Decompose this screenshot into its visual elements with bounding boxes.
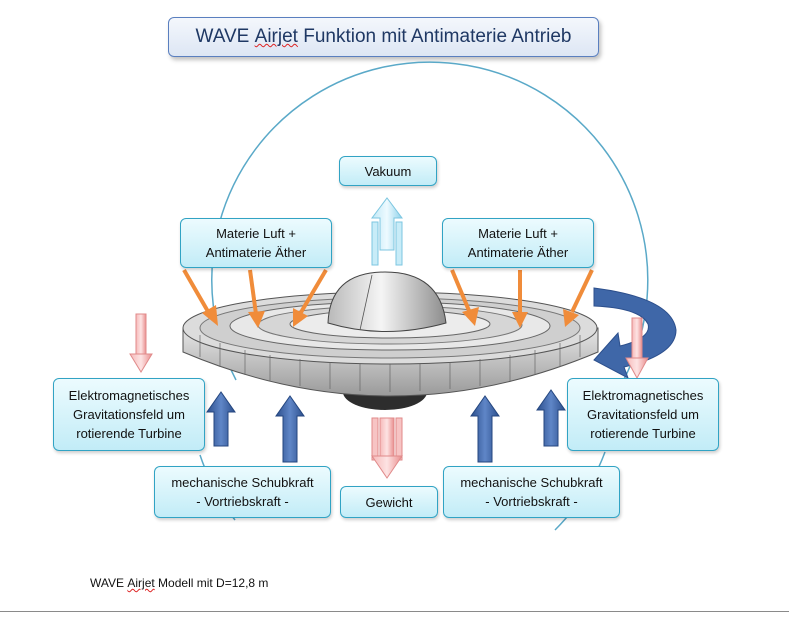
materie-left-line1: Materie Luft + bbox=[216, 226, 296, 241]
caption-rest: Modell mit D=12,8 m bbox=[158, 576, 269, 590]
upper-dome bbox=[327, 271, 447, 332]
suction-arrow-icon bbox=[512, 270, 528, 328]
suction-arrow-icon bbox=[248, 269, 265, 328]
schub-right-line1: mechanische Schubkraft bbox=[460, 475, 603, 490]
feld-right-line1: Elektromagnetisches bbox=[582, 388, 704, 403]
feld-left-line3: rotierende Turbine bbox=[76, 426, 182, 441]
materie-right-line1: Materie Luft + bbox=[478, 226, 558, 241]
vacuum-arrow-icon bbox=[371, 197, 403, 266]
feld-right-line2: Gravitationsfeld um bbox=[587, 407, 699, 422]
materie-left-line2: Antimaterie Äther bbox=[205, 245, 307, 260]
feld-left-label: Elektromagnetisches Gravitationsfeld um … bbox=[53, 378, 205, 451]
thrust-arrow-icon bbox=[275, 395, 305, 463]
suction-arrow-icon bbox=[563, 269, 594, 327]
materie-right-line2: Antimaterie Äther bbox=[467, 245, 569, 260]
model-caption: WAVE Airjet Modell mit D=12,8 m bbox=[90, 576, 268, 590]
caption-prefix: WAVE bbox=[90, 576, 125, 590]
suction-arrow-icon bbox=[450, 269, 479, 326]
feld-right-label: Elektromagnetisches Gravitationsfeld um … bbox=[567, 378, 719, 451]
feld-right-line3: rotierende Turbine bbox=[590, 426, 696, 441]
feld-left-line2: Gravitationsfeld um bbox=[73, 407, 185, 422]
thrust-arrow-icon bbox=[470, 395, 500, 463]
gravity-arrow-left-icon bbox=[129, 313, 153, 373]
thrust-arrow-icon bbox=[206, 391, 236, 447]
rotation-arrow-icon bbox=[593, 287, 677, 380]
weight-arrow-icon bbox=[371, 417, 403, 479]
suction-arrow-icon bbox=[293, 268, 328, 327]
diagram-title: WAVE Airjet Funktion mit Antimaterie Ant… bbox=[168, 17, 599, 57]
vakuum-text: Vakuum bbox=[364, 163, 412, 179]
title-prefix: WAVE bbox=[195, 26, 250, 47]
schub-left-line2: - Vortriebskraft - bbox=[196, 494, 289, 509]
vakuum-label: Vakuum bbox=[339, 156, 437, 186]
feld-left-line1: Elektromagnetisches bbox=[68, 388, 190, 403]
caption-brand: Airjet bbox=[127, 576, 155, 590]
suction-arrow-icon bbox=[182, 268, 218, 326]
materie-left-label: Materie Luft + Antimaterie Äther bbox=[180, 218, 332, 268]
gewicht-text: Gewicht bbox=[365, 494, 413, 510]
materie-right-label: Materie Luft + Antimaterie Äther bbox=[442, 218, 594, 268]
gewicht-label: Gewicht bbox=[340, 486, 438, 518]
thrust-arrows bbox=[206, 389, 566, 463]
title-rest: Funktion mit Antimaterie Antrieb bbox=[303, 26, 572, 47]
thrust-arrow-icon bbox=[536, 389, 566, 447]
schub-right-line2: - Vortriebskraft - bbox=[485, 494, 578, 509]
schub-right-label: mechanische Schubkraft - Vortriebskraft … bbox=[443, 466, 620, 518]
suction-arrows bbox=[182, 268, 594, 328]
schub-left-line1: mechanische Schubkraft bbox=[171, 475, 314, 490]
gravity-arrow-right-icon bbox=[625, 317, 649, 380]
page-divider bbox=[0, 611, 789, 612]
schub-left-label: mechanische Schubkraft - Vortriebskraft … bbox=[154, 466, 331, 518]
title-brand: Airjet bbox=[254, 26, 298, 47]
